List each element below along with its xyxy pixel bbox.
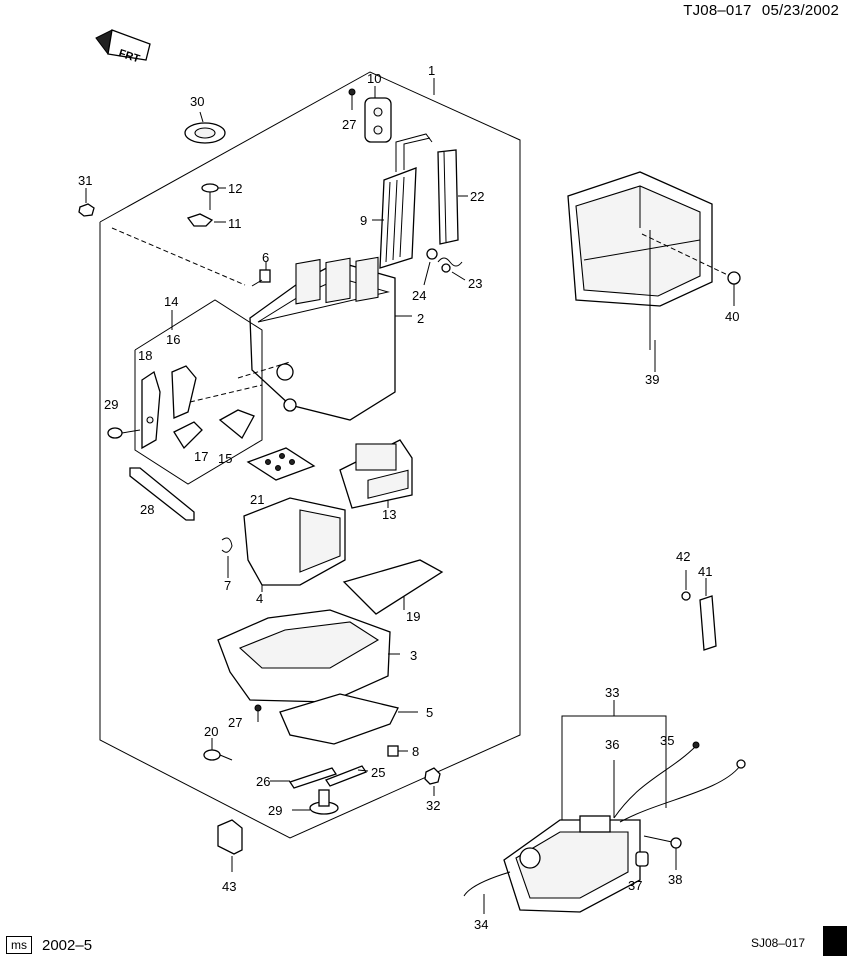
part-17-arm (173, 421, 203, 450)
part-23-spring (437, 257, 466, 281)
part-18-lever (141, 370, 161, 450)
callout-40: 40 (725, 309, 739, 324)
part-24-clamp (423, 248, 438, 286)
callout-14: 14 (164, 294, 178, 309)
part-43-bracket (217, 819, 243, 872)
part-10-bracket (364, 86, 392, 143)
page-reference: 2002–5 (42, 936, 93, 954)
part-29-pin-lower (292, 789, 339, 815)
callout-5: 5 (426, 705, 433, 720)
callout-7: 7 (224, 578, 231, 593)
callout-26: 26 (256, 774, 270, 789)
callout-23: 23 (468, 276, 482, 291)
callout-36: 36 (605, 737, 619, 752)
callout-43: 43 (222, 879, 236, 894)
part-20-pin (203, 738, 233, 761)
callout-29-lower: 29 (268, 803, 282, 818)
diagram-code: TJ08–017 (683, 2, 752, 19)
callout-13: 13 (382, 507, 396, 522)
callout-35: 35 (660, 733, 674, 748)
part-6-screw (251, 262, 271, 287)
part-5-drain (279, 693, 418, 745)
part-7-clip (221, 537, 233, 578)
callout-29-left: 29 (104, 397, 118, 412)
part-29-pin-left (107, 427, 141, 439)
callout-3: 3 (410, 648, 417, 663)
callout-8: 8 (412, 744, 419, 759)
callout-25: 25 (371, 765, 385, 780)
callout-19: 19 (406, 609, 420, 624)
part-9-heater-core (372, 133, 433, 269)
part-16-link (171, 365, 197, 419)
part-27-screw-lower (254, 704, 262, 722)
callout-6: 6 (262, 250, 269, 265)
callout-2: 2 (417, 311, 424, 326)
part-33-control-assembly (463, 700, 746, 914)
callout-27-upper: 27 (342, 117, 356, 132)
part-27-screw-upper (348, 88, 356, 110)
part-25-link (325, 765, 369, 787)
part-21-mesh (246, 447, 316, 481)
front-direction-arrow-icon: FRT (95, 29, 151, 66)
diagram-date: 05/23/2002 (761, 2, 839, 19)
footer-left: ms 2002–5 (6, 936, 92, 954)
callout-10: 10 (367, 71, 381, 86)
sheet-code: SJ08–017 (750, 936, 805, 950)
part-40-screw (727, 271, 741, 306)
callout-42: 42 (676, 549, 690, 564)
part-26-link (270, 767, 338, 789)
callout-34: 34 (474, 917, 488, 932)
ms-badge: ms (6, 936, 32, 954)
callout-1: 1 (428, 63, 435, 78)
callout-41: 41 (698, 564, 712, 579)
part-4-middle-case (243, 497, 346, 592)
diagram-header: TJ08–017 05/23/2002 (677, 2, 839, 19)
part-38-screw (643, 835, 682, 870)
callout-32: 32 (426, 798, 440, 813)
part-12-screw (201, 183, 226, 210)
part-32-nut (424, 767, 441, 796)
callout-27-lower: 27 (228, 715, 242, 730)
callout-18: 18 (138, 348, 152, 363)
part-30-grommet (184, 111, 226, 144)
assembly-outline (99, 71, 521, 839)
callout-24: 24 (412, 288, 426, 303)
callout-labels: 1 2 3 4 5 6 7 8 9 10 11 12 13 14 15 16 1… (78, 63, 739, 932)
part-39-duct (567, 171, 735, 372)
part-22-filter (437, 149, 468, 245)
callout-16: 16 (166, 332, 180, 347)
callout-22: 22 (470, 189, 484, 204)
part-19-door (342, 469, 444, 615)
gm-spo-logo-icon (823, 926, 847, 956)
callout-11: 11 (228, 216, 242, 231)
callout-12: 12 (228, 181, 242, 196)
part-41-bracket (699, 578, 717, 651)
part-37-clip (635, 851, 649, 878)
part-8-clip (387, 745, 408, 757)
part-31-nut (78, 188, 95, 217)
callout-15: 15 (218, 451, 232, 466)
part-14-link-group (134, 299, 263, 485)
part-11-clip (186, 213, 226, 227)
part-28-rod (129, 467, 195, 521)
part-3-lower-case (217, 609, 400, 703)
callout-33: 33 (605, 685, 619, 700)
callout-31: 31 (78, 173, 92, 188)
callout-20: 20 (204, 724, 218, 739)
callout-37: 37 (628, 878, 642, 893)
callout-30: 30 (190, 94, 204, 109)
part-42-screw (681, 570, 691, 601)
callout-39: 39 (645, 372, 659, 387)
callout-21: 21 (250, 492, 264, 507)
callout-4: 4 (256, 591, 263, 606)
callout-28: 28 (140, 502, 154, 517)
callout-9: 9 (360, 213, 367, 228)
callout-38: 38 (668, 872, 682, 887)
part-15-actuator (218, 409, 255, 439)
callout-17: 17 (194, 449, 208, 464)
part-2-upper-case (249, 256, 412, 421)
